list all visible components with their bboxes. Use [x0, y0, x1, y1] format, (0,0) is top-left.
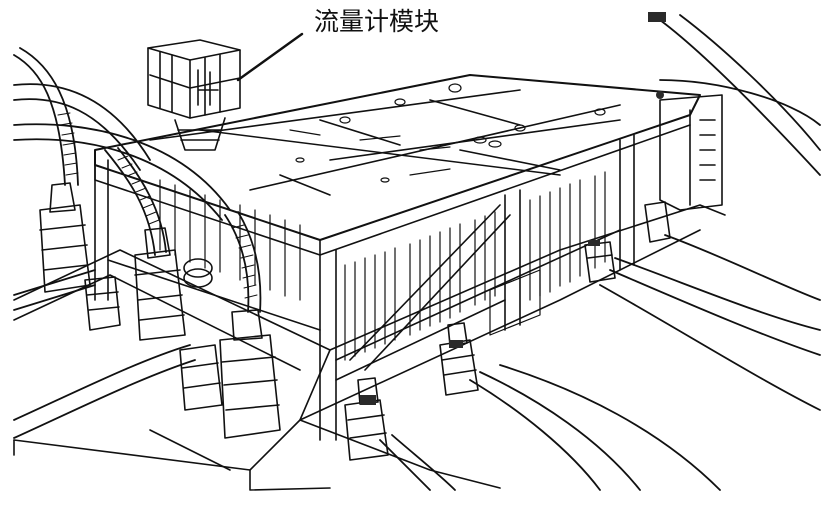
- callout-label-flowmeter-module: 流量计模块: [314, 7, 440, 36]
- flowmeter-module: [147, 39, 241, 151]
- left-connectors: [39, 182, 281, 439]
- pipelines: [13, 14, 821, 491]
- callout-leader-line: [236, 32, 304, 82]
- dark-accents: [360, 12, 666, 405]
- front-connectors: [344, 201, 671, 461]
- hose-ribbing: [57, 112, 258, 299]
- deck-fittings: [289, 83, 606, 183]
- foundation-base: [13, 204, 726, 491]
- manifold-frame: [94, 74, 723, 441]
- valve-bank: [159, 171, 606, 361]
